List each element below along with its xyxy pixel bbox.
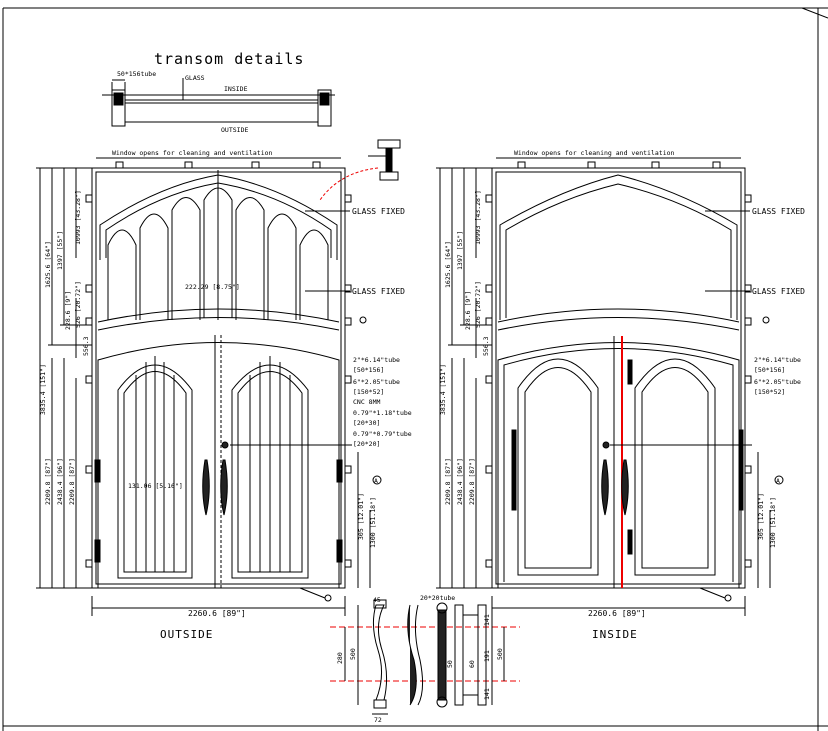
outside-h-2438: 2438.4 [96"] — [56, 458, 64, 505]
handle-dim-500a: 500 — [349, 648, 357, 660]
inside-h-2209a: 2209.8 [87"] — [444, 458, 452, 505]
inside-glass-fixed-top: GLASS FIXED — [752, 207, 805, 216]
inside-h-1300: 1300 [51.18"] — [769, 497, 777, 548]
inside-window-note: Window opens for cleaning and ventilatio… — [514, 149, 675, 157]
outside-h-305: 305 [12.01"] — [357, 493, 365, 540]
transom-title: transom details — [154, 50, 304, 68]
handle-dim-141b: 141 — [483, 688, 491, 700]
outside-tube-3: 0.79"*1.18"tube — [353, 409, 412, 417]
outside-h-2209a: 2209.8 [87"] — [44, 458, 52, 505]
outside-glass-fixed-mid: GLASS FIXED — [352, 287, 405, 296]
outside-door-span: 131.06 [5.16"] — [128, 482, 183, 490]
inside-tube-1: 2"*6.14"tube — [754, 356, 801, 364]
outside-h-total: 3835.4 [151"] — [39, 364, 47, 415]
outside-h-2209b: 2209.8 [87"] — [68, 458, 76, 505]
outside-cnc: CNC 8MM — [353, 398, 380, 406]
outside-caption: OUTSIDE — [160, 628, 213, 641]
handle-dimension-labels: 45 280 500 72 20*20tube 50 60 141 191 14… — [336, 594, 504, 724]
inside-h-228: 228.6 [9"] — [464, 291, 472, 330]
outside-width-dim: 2260.6 [89"] — [188, 609, 246, 618]
transom-glass-label: GLASS — [185, 74, 205, 82]
outside-h-526: 526 [20.72"] — [74, 281, 82, 328]
inside-h-2209b: 2209.8 [87"] — [468, 458, 476, 505]
outside-h-1300: 1300 [51.18"] — [369, 497, 377, 548]
transom-outside-label: OUTSIDE — [221, 126, 248, 134]
outside-tube-1: 2"*6.14"tube — [353, 356, 400, 364]
inside-tube-1-metric: [50*156] — [754, 366, 785, 374]
inside-h-1625: 1625.6 [64"] — [444, 241, 452, 288]
inside-handles — [601, 441, 629, 516]
outside-handles — [202, 441, 229, 516]
outside-h-556: 556.3 — [82, 336, 90, 356]
handle-dim-45: 45 — [373, 596, 381, 604]
outside-tube-2-metric: [150*52] — [353, 388, 384, 396]
outside-h-1397: 1397 [55"] — [56, 231, 64, 270]
outside-transom-span: 222.29 [8.75"] — [185, 283, 240, 291]
inside-glass-fixed-mid: GLASS FIXED — [752, 287, 805, 296]
outside-window-note: Window opens for cleaning and ventilatio… — [112, 149, 273, 157]
outside-hinges — [94, 459, 343, 563]
inside-marker: A — [776, 477, 780, 485]
handle-dim-60: 60 — [468, 660, 476, 668]
inside-door-view: Window opens for cleaning and ventilatio… — [436, 149, 805, 641]
handle-dim-141a: 141 — [483, 614, 491, 626]
transom-detail: transom details 50*156tube GLASS INSIDE … — [102, 50, 335, 134]
outside-h-228: 228.6 [9"] — [64, 291, 72, 330]
profile-section-icon — [319, 139, 401, 201]
handle-dim-191: 191 — [483, 650, 491, 662]
inside-width-dim: 2260.6 [89"] — [588, 609, 646, 618]
inside-spec-callouts: 2"*6.14"tube [50*156] 6"*2.05"tube [150*… — [754, 356, 801, 396]
inside-h-total: 3835.4 [151"] — [439, 364, 447, 415]
outside-spec-callouts: 2"*6.14"tube [50*156] 6"*2.05"tube [150*… — [353, 356, 412, 448]
outside-leaf-bars — [135, 356, 291, 572]
handle-dim-50: 50 — [446, 660, 454, 668]
outside-h-10993: 10993 [43.28"] — [74, 190, 82, 245]
inside-h-1397: 1397 [55"] — [456, 231, 464, 270]
outside-marker: A — [374, 477, 378, 485]
inside-hinges — [511, 359, 744, 555]
inside-h-10993: 10993 [43.28"] — [474, 190, 482, 245]
outside-tube-1-metric: [50*156] — [353, 366, 384, 374]
transom-tube-label: 50*156tube — [117, 70, 156, 78]
transom-arches-outside — [107, 187, 329, 320]
outside-tube-3-metric: [20*30] — [353, 419, 380, 427]
inside-frame-clips — [485, 161, 752, 568]
handle-dim-72: 72 — [374, 716, 382, 724]
inside-h-305: 305 [12.01"] — [757, 493, 765, 540]
outside-h-1625: 1625.6 [64"] — [44, 241, 52, 288]
inside-tube-2-metric: [150*52] — [754, 388, 785, 396]
inside-tube-2: 6"*2.05"tube — [754, 378, 801, 386]
outside-tube-4-metric: [20*20] — [353, 440, 380, 448]
inside-left-dims — [436, 167, 492, 589]
inside-h-2438: 2438.4 [96"] — [456, 458, 464, 505]
outside-left-dims — [36, 167, 92, 589]
outside-tube-4: 0.79"*0.79"tube — [353, 430, 412, 438]
handle-dim-280: 280 — [336, 652, 344, 664]
handle-tube-note: 20*20tube — [420, 594, 455, 602]
transom-inside-label: INSIDE — [224, 85, 248, 93]
inside-caption: INSIDE — [592, 628, 638, 641]
inside-h-556: 556.3 — [482, 336, 490, 356]
outside-tube-2: 6"*2.05"tube — [353, 378, 400, 386]
inside-h-526: 526 [20.72"] — [474, 281, 482, 328]
handle-dim-500b: 500 — [496, 648, 504, 660]
handle-detail — [330, 599, 520, 715]
outside-glass-fixed-top: GLASS FIXED — [352, 207, 405, 216]
outside-door-view: Window opens for cleaning and ventilatio… — [36, 149, 412, 641]
sheet-frame — [2, 7, 828, 731]
